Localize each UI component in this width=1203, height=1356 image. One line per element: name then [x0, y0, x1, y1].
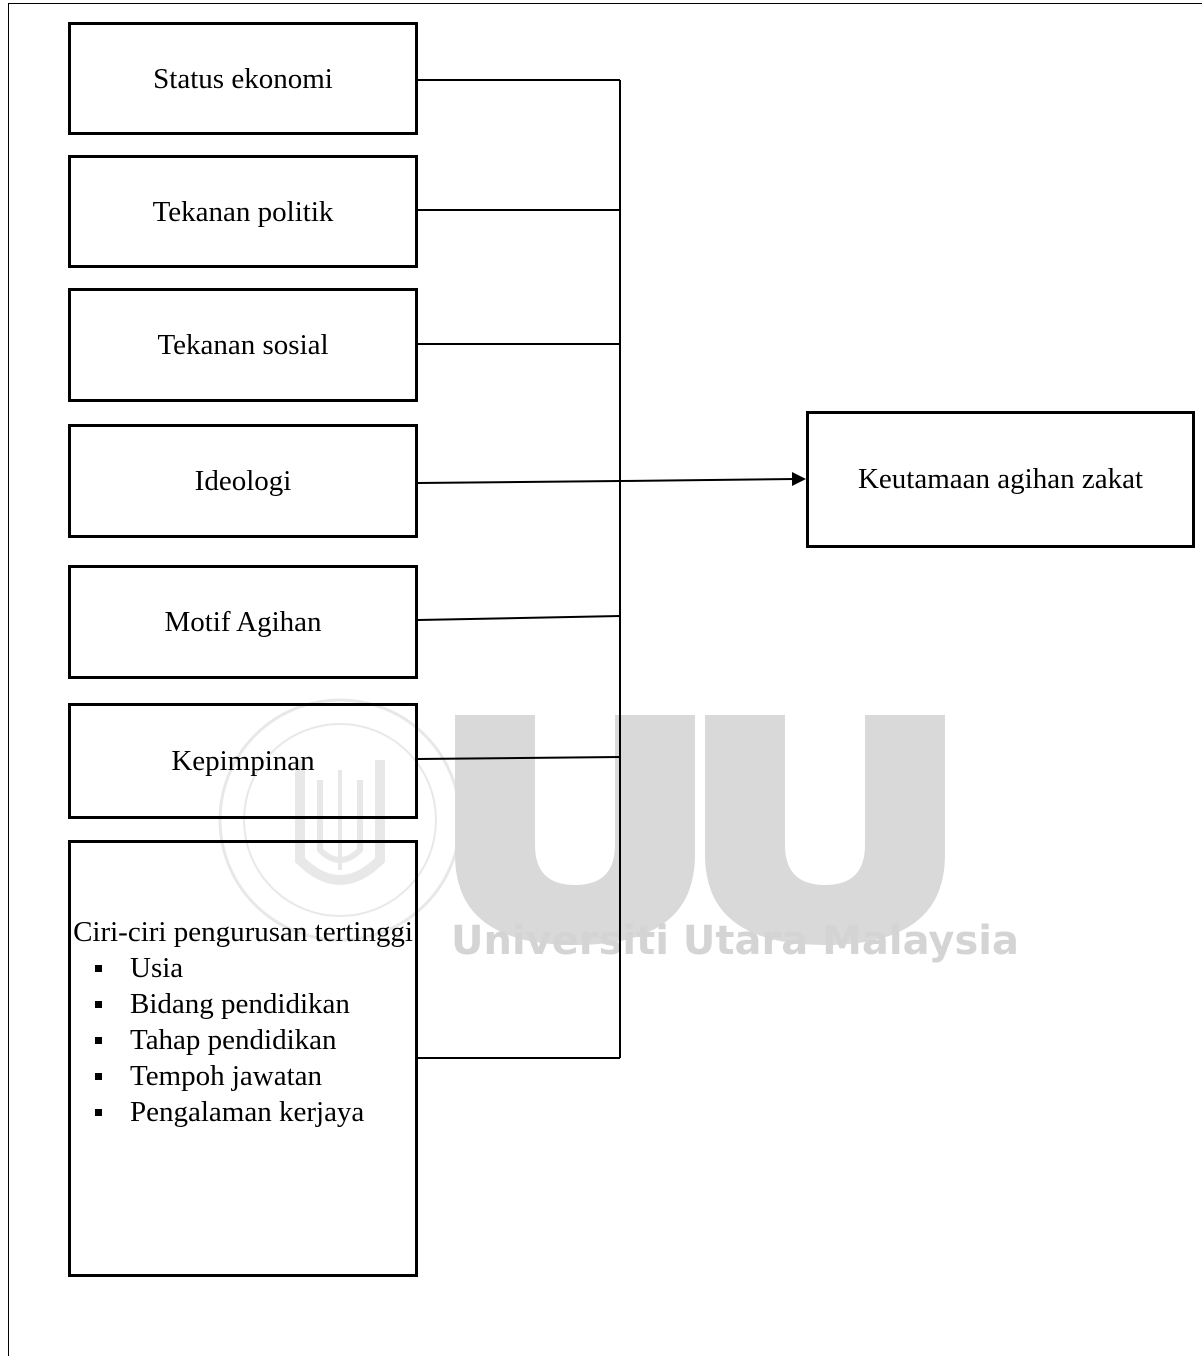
management-title: Ciri-ciri pengurusan tertinggi [73, 916, 413, 948]
factor-box-tekanan-sosial: Tekanan sosial [68, 288, 418, 402]
list-item: Pengalaman kerjaya [95, 1094, 415, 1130]
bullet-icon [95, 1108, 102, 1116]
list-item: Tahap pendidikan [95, 1022, 415, 1058]
outcome-box: Keutamaan agihan zakat [806, 411, 1195, 548]
arrow-head [792, 472, 806, 486]
management-list: Usia Bidang pendidikan Tahap pendidikan … [71, 950, 415, 1130]
factor-label: Motif Agihan [164, 606, 322, 638]
bullet-icon [95, 964, 102, 972]
watermark-name: Universiti Utara Malaysia [451, 918, 1019, 964]
bullet-icon [95, 1072, 102, 1080]
bullet-icon [95, 1000, 102, 1008]
bullet-icon [95, 1036, 102, 1044]
management-characteristics-box: Ciri-ciri pengurusan tertinggi Usia Bida… [68, 840, 418, 1277]
factor-label: Tekanan politik [152, 195, 334, 228]
factor-box-ideologi: Ideologi [68, 424, 418, 538]
outcome-label: Keutamaan agihan zakat [857, 463, 1143, 495]
factor-box-status-ekonomi: Status ekonomi [68, 22, 418, 135]
factor-label: Tekanan sosial [157, 329, 329, 361]
factor-box-tekanan-politik: Tekanan politik [68, 155, 418, 268]
list-item: Bidang pendidikan [95, 986, 415, 1022]
factor-label: Status ekonomi [153, 62, 333, 95]
factor-label: Kepimpinan [171, 745, 315, 777]
factor-label: Ideologi [194, 465, 292, 497]
list-item: Usia [95, 950, 415, 986]
factor-box-kepimpinan: Kepimpinan [68, 703, 418, 819]
factor-box-motif-agihan: Motif Agihan [68, 565, 418, 679]
watermark-letters [455, 715, 945, 945]
list-item: Tempoh jawatan [95, 1058, 415, 1094]
page-frame [8, 3, 1202, 1356]
